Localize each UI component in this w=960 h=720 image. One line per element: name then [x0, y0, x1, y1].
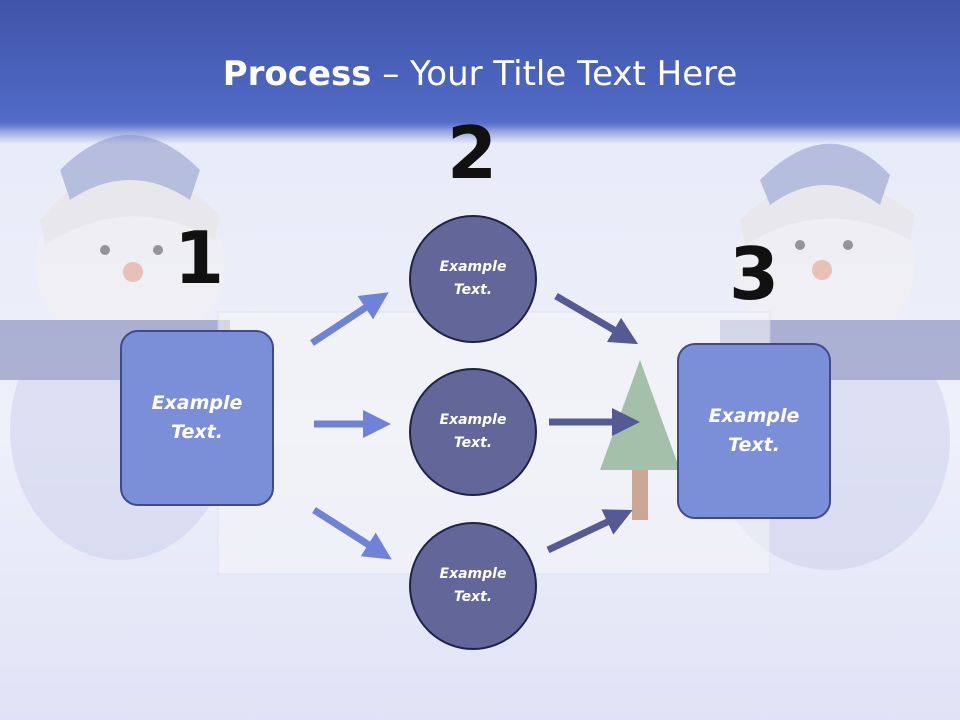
arrow-box1-to-node1: [310, 292, 389, 346]
arrow-box1-to-node3: [312, 507, 392, 560]
title-bar: [0, 0, 960, 130]
step-box-3: Example Text.: [677, 343, 831, 519]
circle-text: Example Text.: [439, 259, 507, 298]
arrow-node3-to-box3: [546, 509, 633, 554]
step-box-1: Example Text.: [120, 330, 274, 506]
title-rest: – Your Title Text Here: [371, 54, 738, 94]
step-number-3: 3: [728, 232, 780, 316]
circle-text: Example Text.: [439, 412, 507, 451]
step-circle-2b: Example Text.: [409, 368, 537, 496]
circle-text: Example Text.: [439, 566, 507, 605]
step-number-1: 1: [173, 216, 225, 300]
arrow-node1-to-box3: [554, 292, 639, 345]
step-box-1-text: Example Text.: [151, 392, 243, 443]
step-circle-2c: Example Text.: [409, 522, 537, 650]
step-circle-2a: Example Text.: [409, 215, 537, 343]
slide-title: Process – Your Title Text Here: [0, 52, 960, 96]
step-box-3-text: Example Text.: [708, 405, 800, 456]
step-number-2: 2: [446, 111, 498, 195]
title-bold: Process: [222, 54, 372, 94]
